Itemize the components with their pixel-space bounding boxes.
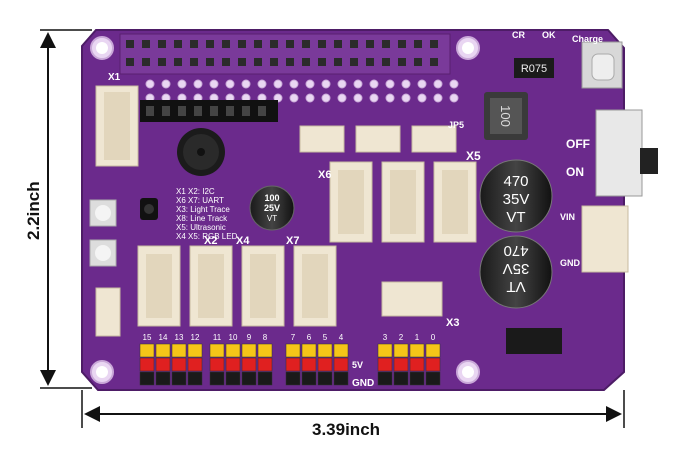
x2-label: X2 — [204, 235, 217, 247]
svg-text:470: 470 — [503, 173, 528, 190]
header-5v-label: 5V — [352, 360, 363, 370]
pin-number-label: 11 — [213, 333, 222, 342]
svg-text:35V: 35V — [503, 191, 530, 208]
x6-label: X6 — [318, 169, 331, 181]
silk-labels: Charge OFF ON VIN GND X1 X5 X6 X7 X2 X4 … — [108, 30, 603, 389]
cr-label: CR — [512, 30, 525, 40]
svg-text:VT: VT — [506, 209, 525, 226]
x1-label: X1 — [108, 72, 121, 83]
pin-number-label: 5 — [323, 333, 328, 342]
charge-label: Charge — [572, 34, 603, 44]
svg-text:25V: 25V — [264, 203, 280, 213]
connector-small-left — [95, 287, 121, 337]
female-header — [140, 100, 278, 122]
driver-ic — [506, 328, 562, 354]
pin-number-label: 3 — [383, 333, 388, 342]
pin-number-label: 14 — [159, 333, 168, 342]
svg-text:35V: 35V — [503, 260, 530, 277]
top-small-connectors — [299, 125, 457, 153]
gpio-header — [119, 33, 459, 103]
pin-number-label: 2 — [399, 333, 404, 342]
pin-number-label: 4 — [339, 333, 344, 342]
legend-line: X4 X5: RGB LED — [176, 232, 238, 241]
vin-label: VIN — [560, 212, 575, 222]
svg-text:100: 100 — [264, 193, 279, 203]
pin-number-label: 1 — [415, 333, 420, 342]
inductor: 100 — [484, 92, 528, 140]
usb-c-charge-port — [581, 41, 623, 89]
vertical-connectors-bottom — [137, 245, 337, 327]
capacitor-small: 100 25V VT — [249, 185, 295, 231]
legend-line: X1 X2: I2C — [176, 187, 215, 196]
connector-x1 — [95, 85, 139, 167]
capacitor-top: 470 35V VT — [479, 159, 553, 233]
dimension-lines — [40, 29, 625, 428]
pin-number-label: 15 — [143, 333, 152, 342]
width-dimension-label: 3.39inch — [312, 420, 381, 439]
buzzer — [177, 128, 225, 176]
ok-label: OK — [542, 30, 556, 40]
svg-text:100: 100 — [498, 105, 513, 127]
off-label: OFF — [566, 137, 590, 151]
connector-vin — [581, 205, 629, 273]
height-dimension-label: 2.2inch — [24, 181, 43, 240]
legend-line: X5: Ultrasonic — [176, 223, 226, 232]
capacitor-bottom: VT 35V 470 — [479, 235, 553, 309]
ir-receiver — [140, 198, 158, 220]
pin-number-label: 7 — [291, 333, 296, 342]
servo-pin-headers — [139, 343, 441, 386]
pin-number-label: 0 — [431, 333, 436, 342]
rgb-leds — [89, 199, 117, 267]
svg-text:470: 470 — [503, 242, 528, 259]
legend-line: X8: Line Track — [176, 214, 228, 223]
legend-line: X6 X7: UART — [176, 196, 224, 205]
pin-number-label: 9 — [247, 333, 252, 342]
x5-label: X5 — [466, 149, 481, 163]
pin-number-label: 13 — [175, 333, 184, 342]
x3-label: X3 — [446, 317, 459, 329]
svg-text:VT: VT — [506, 278, 525, 295]
pin-number-label: 12 — [191, 333, 200, 342]
connector-x3 — [381, 281, 443, 317]
vertical-connectors-top — [329, 161, 477, 243]
header-gnd-label: GND — [352, 378, 374, 389]
pin-number-label: 10 — [229, 333, 238, 342]
pin-number-label: 8 — [263, 333, 268, 342]
x4-label: X4 — [236, 235, 250, 247]
x7-label: X7 — [286, 235, 299, 247]
on-label: ON — [566, 165, 584, 179]
jp5-label: JP5 — [448, 120, 464, 130]
pin-number-label: 6 — [307, 333, 312, 342]
legend-line: X3: Light Trace — [176, 205, 230, 214]
svg-text:VT: VT — [267, 214, 277, 223]
power-switch — [595, 109, 658, 197]
gnd-label: GND — [560, 258, 581, 268]
svg-text:R075: R075 — [521, 63, 547, 75]
resistor-r075: R075 — [514, 58, 554, 78]
